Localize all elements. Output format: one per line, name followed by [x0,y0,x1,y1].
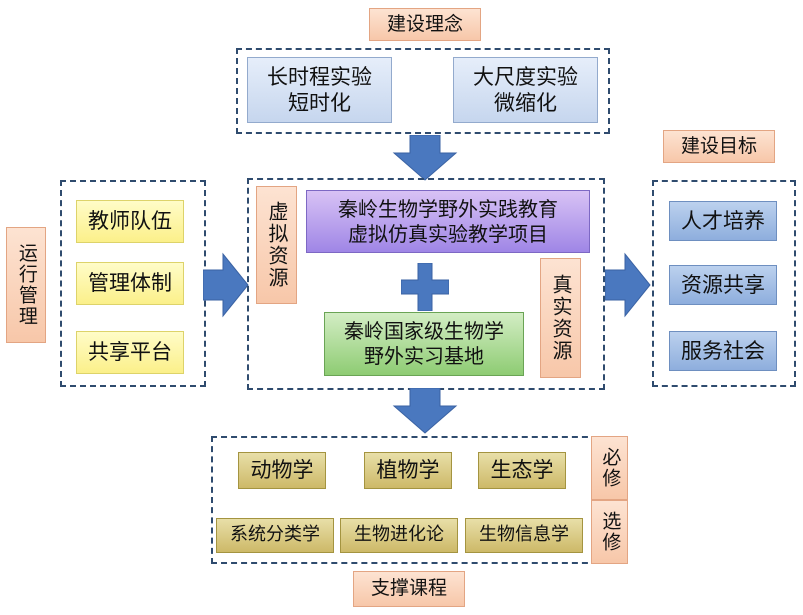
concept-item-long-duration: 长时程实验 短时化 [247,57,392,123]
arrow-down-top-icon [392,135,458,181]
operation-title: 运行管理 [6,227,46,343]
goal-item-resource-sharing: 资源共享 [669,265,777,305]
goal-item-talent: 人才培养 [669,201,777,241]
course-taxonomy: 系统分类学 [216,518,334,553]
real-base-box: 秦岭国家级生物学 野外实习基地 [324,312,524,376]
virtual-resource-label: 虚拟资源 [256,186,297,304]
arrow-right-right-icon [605,252,651,318]
operation-item-management: 管理体制 [76,262,184,305]
arrow-right-left-icon [203,252,249,318]
real-resource-label: 真实资源 [540,258,581,378]
arrow-down-bottom-icon [392,388,458,434]
operation-item-teachers: 教师队伍 [76,200,184,243]
course-ecology: 生态学 [478,452,566,489]
concept-item-large-scale: 大尺度实验 微缩化 [453,57,598,123]
concept-title: 建设理念 [369,8,481,41]
goal-item-social-service: 服务社会 [669,331,777,371]
virtual-project-box: 秦岭生物学野外实践教育 虚拟仿真实验教学项目 [306,190,590,253]
operation-item-platform: 共享平台 [76,331,184,374]
goals-group [652,180,796,387]
course-botany: 植物学 [364,452,452,489]
elective-label: 选修 [591,500,628,564]
course-evolution: 生物进化论 [340,518,458,553]
required-label: 必修 [591,436,628,500]
plus-icon [401,263,449,311]
concept-group [236,48,610,134]
courses-title: 支撑课程 [353,571,465,607]
goals-title: 建设目标 [663,130,775,163]
course-zoology: 动物学 [238,452,326,489]
course-bioinformatics: 生物信息学 [465,518,583,553]
